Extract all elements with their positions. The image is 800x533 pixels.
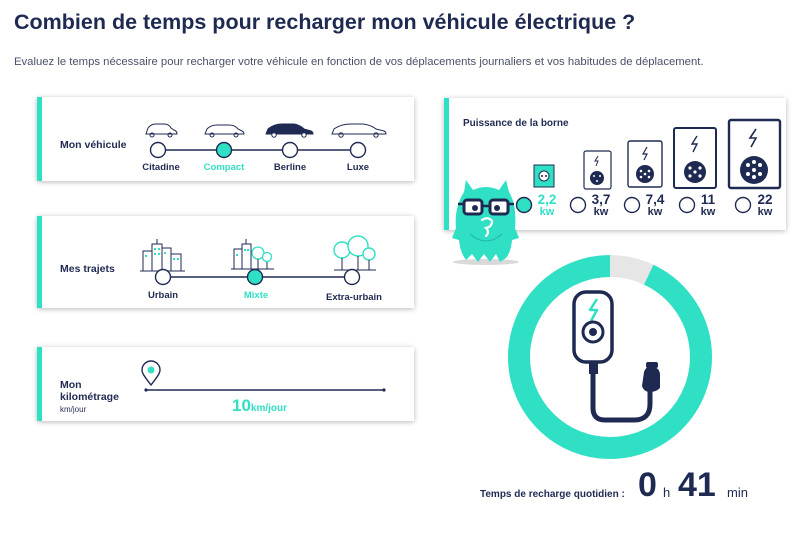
mileage-value: 10km/jour bbox=[232, 396, 288, 415]
charge-time-minutes-unit: min bbox=[727, 485, 748, 500]
charger-22-icon bbox=[727, 118, 782, 190]
vehicle-option-citadine-radio[interactable] bbox=[149, 141, 167, 159]
vehicle-option-citadine[interactable]: Citadine bbox=[142, 162, 180, 173]
power-option-7-4-radio[interactable] bbox=[623, 196, 641, 214]
charge-time-hours: 0 bbox=[638, 466, 657, 504]
mileage-sublabel: km/jour bbox=[60, 405, 87, 414]
location-pin-icon[interactable] bbox=[141, 360, 161, 387]
citadine-car-icon bbox=[145, 123, 178, 138]
charge-time-hours-unit: h bbox=[663, 485, 671, 500]
page-subtitle: Evaluez le temps nécessaire pour recharg… bbox=[14, 56, 704, 68]
vehicle-option-compact[interactable]: Compact bbox=[203, 162, 245, 173]
trips-option-extra-urbain-radio[interactable] bbox=[343, 268, 361, 286]
vehicle-option-berline-radio[interactable] bbox=[281, 141, 299, 159]
vehicle-card bbox=[37, 97, 414, 181]
vehicle-option-luxe-radio[interactable] bbox=[349, 141, 367, 159]
luxe-car-icon bbox=[331, 123, 387, 138]
power-option-3-7-radio[interactable] bbox=[569, 196, 587, 214]
trips-option-urbain[interactable]: Urbain bbox=[147, 290, 179, 301]
trips-option-urbain-radio[interactable] bbox=[154, 268, 172, 286]
charger-2-2-icon bbox=[533, 164, 555, 188]
charger-11-icon bbox=[673, 127, 717, 189]
trips-card bbox=[37, 216, 414, 308]
charge-time-minutes: 41 bbox=[678, 466, 716, 504]
trips-option-mixte[interactable]: Mixte bbox=[243, 290, 269, 301]
page-title: Combien de temps pour recharger mon véhi… bbox=[14, 10, 636, 34]
vehicle-label: Mon véhicule bbox=[60, 139, 127, 151]
mileage-card bbox=[37, 347, 414, 421]
ev-charger-plug-icon bbox=[572, 290, 660, 423]
power-option-2-2-radio[interactable] bbox=[515, 196, 533, 214]
berline-car-icon bbox=[265, 123, 314, 138]
trips-option-mixte-radio[interactable] bbox=[246, 268, 264, 286]
charger-3-7-icon bbox=[583, 150, 612, 190]
mileage-unit: km/jour bbox=[250, 403, 288, 414]
mixed-city-tree-icon bbox=[231, 239, 274, 270]
mileage-label: Mon kilométrage bbox=[60, 379, 119, 403]
power-option-22-radio[interactable] bbox=[734, 196, 752, 214]
trips-label: Mes trajets bbox=[60, 263, 115, 275]
vehicle-option-compact-radio[interactable] bbox=[215, 141, 233, 159]
trips-option-extra-urbain[interactable]: Extra-urbain bbox=[326, 292, 382, 303]
power-label: Puissance de la borne bbox=[463, 118, 569, 129]
compact-car-icon bbox=[204, 124, 245, 138]
vehicle-option-berline[interactable]: Berline bbox=[273, 162, 307, 173]
vehicle-option-luxe[interactable]: Luxe bbox=[346, 162, 370, 173]
gauge-progress-arc bbox=[508, 255, 712, 459]
charge-time-label: Temps de recharge quotidien : bbox=[480, 489, 625, 500]
charger-7-4-icon bbox=[627, 140, 663, 188]
power-option-11-radio[interactable] bbox=[678, 196, 696, 214]
